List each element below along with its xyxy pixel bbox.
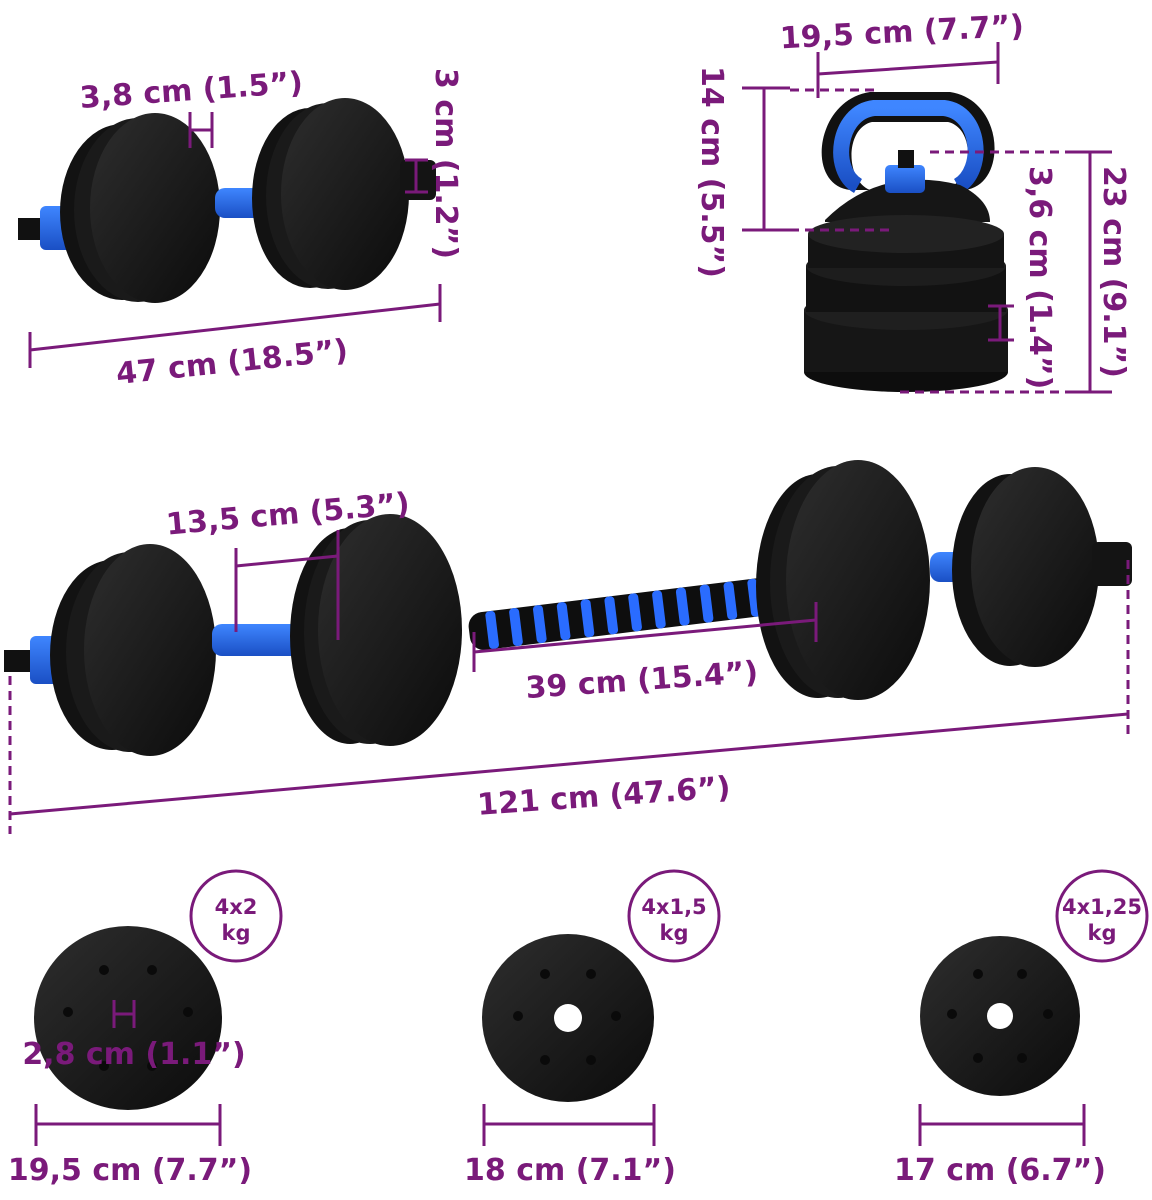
kettlebell-illustration <box>804 92 1008 392</box>
kettlebell-total-height-label: 23 cm (9.1”) <box>1096 166 1131 378</box>
dumbbell-collar-label: 3 cm (1.2”) <box>428 68 463 259</box>
kettlebell-plate-stack <box>808 215 1004 253</box>
plate-1-25kg-badge <box>1055 869 1149 963</box>
dumbbell-plate-thickness-label: 3,8 cm (1.5”) <box>79 65 304 115</box>
dumbbell-plate-thickness-marker <box>188 112 214 148</box>
dumbbell-plates-right <box>281 98 409 290</box>
plate-2kg-thickness-label: 2,8 cm (1.1”) <box>22 1037 245 1072</box>
plate-1-5kg-count: 4x1,5 <box>641 895 706 919</box>
plate-1-25kg: 4x1,25 kg 17 cm (6.7”) <box>894 869 1149 1188</box>
plate-2kg: 2,8 cm (1.1”) 4x2 kg 19,5 cm (7.7”) <box>8 869 283 1188</box>
barbell-grip-length-label: 39 cm (15.4”) <box>525 655 760 706</box>
plate-2kg-count: 4x2 <box>215 895 258 919</box>
plate-2kg-thickness-marker <box>112 1000 136 1028</box>
barbell-plates-left-outer <box>84 544 216 756</box>
barbell-grip <box>468 575 796 650</box>
kettlebell-handle <box>833 100 984 193</box>
kettlebell-lock-nut <box>885 165 925 193</box>
plate-1-5kg-center-hole <box>554 1004 582 1032</box>
kettlebell-handle-height-label: 14 cm (5.5”) <box>694 66 729 278</box>
plate-1-25kg-unit: kg <box>1088 921 1117 945</box>
barbell-plates-right-inner <box>786 460 930 700</box>
plate-2kg-badge <box>189 869 283 963</box>
plate-1-5kg-diameter-label: 18 cm (7.1”) <box>464 1153 676 1188</box>
plate-1-25kg-count: 4x1,25 <box>1062 895 1142 919</box>
dumbbell-plates-left <box>90 113 220 303</box>
plate-1-5kg-unit: kg <box>660 921 689 945</box>
kettlebell-width-label: 19,5 cm (7.7”) <box>779 9 1025 57</box>
kettlebell-plate-thickness-label: 3,6 cm (1.4”) <box>1022 166 1057 389</box>
plate-1-5kg-badge <box>627 869 721 963</box>
plate-1-25kg-center-hole <box>987 1003 1013 1029</box>
barbell-plates-right-outer <box>971 467 1099 667</box>
dumbbell-illustration <box>18 98 436 303</box>
plate-2kg-unit: kg <box>222 921 251 945</box>
plate-1-25kg-diameter-label: 17 cm (6.7”) <box>894 1153 1106 1188</box>
barbell-plates-left-inner <box>318 514 462 746</box>
kettlebell-dimensions: 19,5 cm (7.7”) 14 cm (5.5”) 23 cm (9.1”)… <box>694 9 1131 394</box>
dumbbell-collar-marker <box>405 158 428 194</box>
barbell-illustration <box>4 460 1132 756</box>
barbell-total-length-label: 121 cm (47.6”) <box>476 770 732 823</box>
dumbbell-length-label: 47 cm (18.5”) <box>114 333 349 392</box>
dumbbell-length-line <box>29 302 441 352</box>
plate-2kg-diameter-label: 19,5 cm (7.7”) <box>8 1153 252 1188</box>
plate-1-5kg: 4x1,5 kg 18 cm (7.1”) <box>464 869 721 1188</box>
